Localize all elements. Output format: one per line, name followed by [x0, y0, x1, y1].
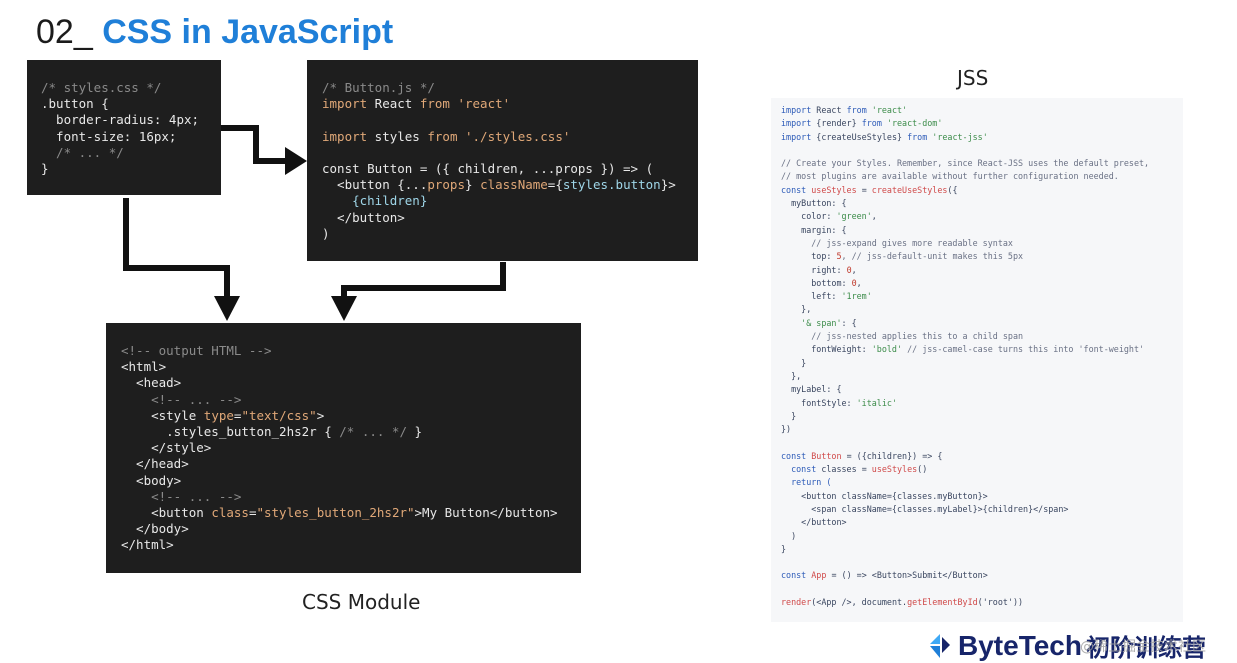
jss-caption: JSS — [957, 66, 989, 90]
styles-css-code-block: /* styles.css */ .button { border-radius… — [27, 60, 221, 195]
button-js-code-block: /* Button.js */ import React from 'react… — [307, 60, 698, 261]
arrowhead-right — [285, 147, 307, 175]
watermark-text: @稀土掘金技术社区 — [1080, 639, 1206, 655]
bytetech-logo-icon — [930, 633, 950, 658]
arrow-styles-to-button — [221, 125, 290, 164]
arrow-button-to-output — [341, 262, 506, 302]
arrowhead-down-left — [214, 296, 240, 321]
slide-number: 02_ — [36, 13, 93, 51]
css-module-caption: CSS Module — [302, 590, 421, 614]
output-html-code-block: <!-- output HTML --> <html> <head> <!-- … — [106, 323, 581, 573]
arrowhead-down-right — [331, 296, 357, 321]
slide-heading: CSS in JavaScript — [102, 13, 394, 51]
bytetech-brand: ByteTech 初阶训练营 — [928, 628, 1206, 663]
brand-name: ByteTech — [958, 629, 1082, 661]
slide-title: 02_ CSS in JavaScript — [36, 10, 393, 54]
brand-subtitle: 初阶训练营 — [1085, 634, 1206, 662]
jss-code-block: import React from 'react' import {render… — [771, 98, 1183, 622]
arrow-styles-to-output — [123, 198, 230, 302]
